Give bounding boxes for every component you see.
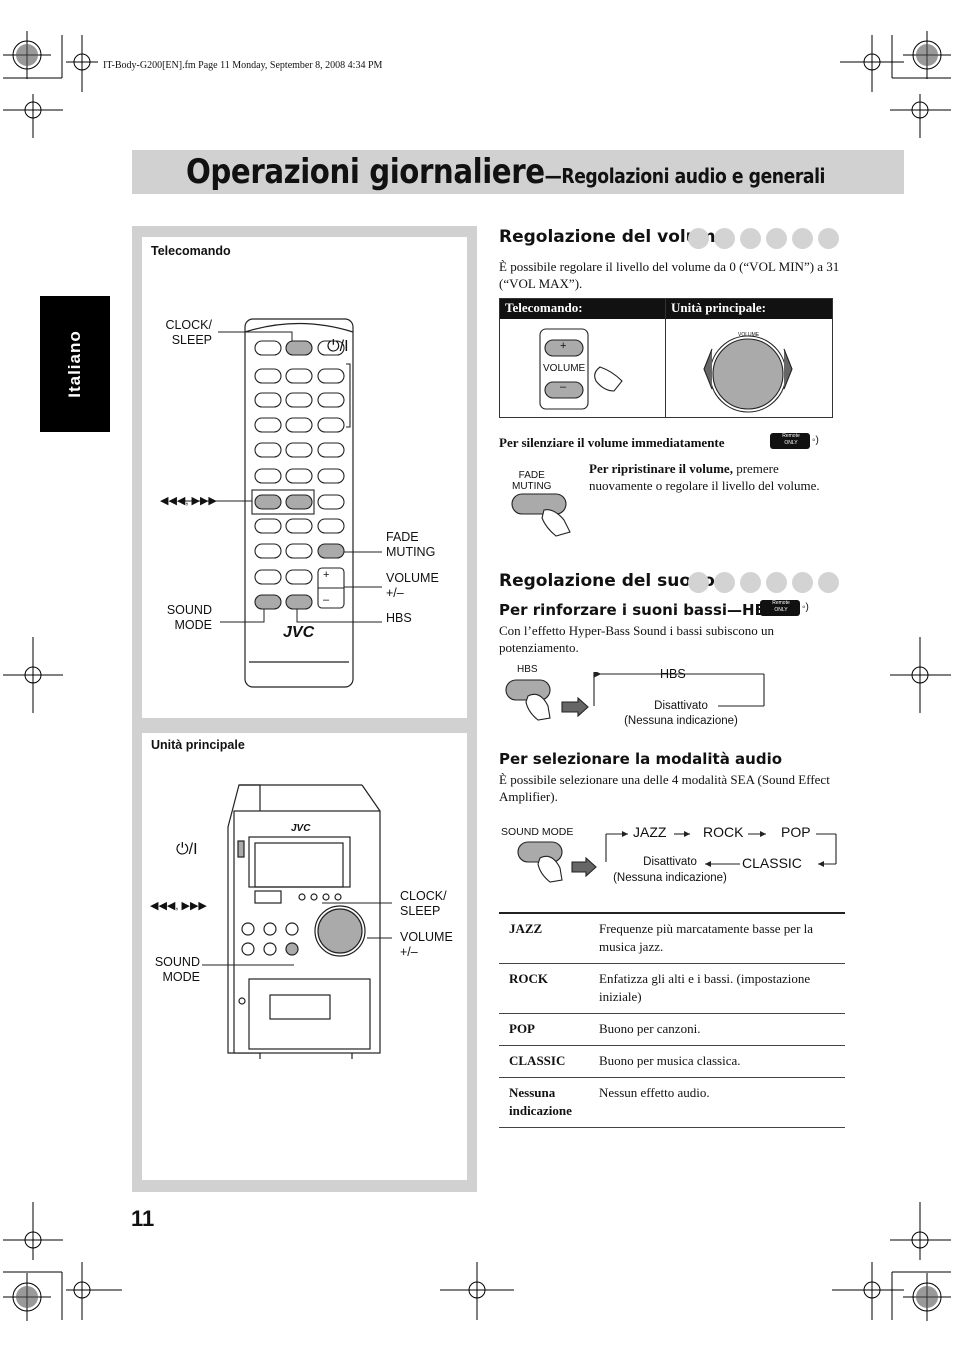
unit-sound-mode-callout: SOUND MODE — [154, 955, 200, 984]
hbs-toggle-diagram — [505, 672, 765, 721]
fade-muting-button-illustration — [511, 493, 571, 537]
remote-hbs-callout: HBS — [386, 611, 412, 625]
cycle-jazz: JAZZ — [633, 824, 667, 840]
remote-only-badge-2: Remote ONLY — [760, 600, 800, 616]
language-tab: Italiano — [40, 296, 110, 432]
remote-jvc-logo: JVC — [283, 624, 315, 641]
restore-volume-text: Per ripristinare il volume, premere nuov… — [589, 461, 820, 493]
page-title-sub: —Regolazioni audio e generali — [544, 164, 826, 188]
page-title-main: Operazioni giornaliere — [186, 152, 545, 192]
cycle-rock: ROCK — [703, 824, 744, 840]
sound-mode-cycle-diagram — [517, 831, 837, 883]
remote-vol-minus: – — [323, 594, 330, 606]
page-title: Operazioni giornaliere—Regolazioni audio… — [186, 152, 825, 192]
language-tab-label: Italiano — [65, 330, 84, 398]
sound-heading: Regolazione del suono — [499, 571, 715, 591]
remote-skip-callout: ◀◀◀, ▶▶▶ — [160, 495, 217, 507]
cycle-classic: CLASSIC — [742, 855, 802, 871]
hbs-button-label: HBS — [517, 664, 538, 675]
volume-heading: Regolazione del volume — [499, 227, 728, 247]
title-band — [132, 150, 904, 194]
remote-volume-label: VOLUME — [543, 363, 586, 374]
cycle-pop: POP — [781, 824, 811, 840]
remote-volume-callout: VOLUME +/– — [386, 571, 439, 600]
remote-power-callout: ⏻/I — [327, 338, 349, 355]
sound-mode-button-label: SOUND MODE — [501, 826, 574, 838]
main-unit-illustration — [202, 784, 392, 1059]
unit-skip-callout: ◀◀◀, ▶▶▶ — [150, 900, 207, 912]
remote-heading: Telecomando — [151, 244, 231, 258]
volume-heading-dots — [688, 228, 839, 249]
unit-clock-sleep-callout: CLOCK/ SLEEP — [400, 889, 447, 918]
cycle-off: Disattivato (Nessuna indicazione) — [613, 856, 727, 884]
volume-controls-table: Telecomando: Unità principale: + – VOLUM… — [499, 298, 833, 418]
hbs-state-off: Disattivato (Nessuna indicazione) — [624, 700, 738, 727]
unit-jvc-logo: JVC — [291, 823, 311, 834]
mode-text: È possibile selezionare una delle 4 moda… — [499, 772, 830, 804]
volume-intro: È possibile regolare il livello del volu… — [499, 259, 840, 291]
hbs-state-on: HBS — [660, 667, 686, 681]
unit-power-callout: ⏻/I — [176, 841, 198, 858]
remote-control-illustration — [182, 318, 382, 688]
remote-clock-sleep-callout: CLOCK/ SLEEP — [165, 318, 212, 347]
unit-volume-callout: VOLUME +/– — [400, 930, 453, 959]
remote-sound-mode-callout: SOUND MODE — [166, 603, 212, 632]
sound-heading-dots — [688, 572, 839, 593]
bass-text: Con l’effetto Hyper-Bass Sound i bassi s… — [499, 623, 775, 655]
bass-heading: Per rinforzare i suoni bassi—HBS — [499, 601, 777, 619]
file-header-line: IT-Body-G200[EN].fm Page 11 Monday, Sept… — [103, 60, 383, 71]
page-number: 11 — [131, 1206, 155, 1231]
remote-fade-muting-callout: FADE MUTING — [386, 530, 436, 559]
volume-illustrations — [539, 328, 793, 413]
mute-heading: Per silenziare il volume immediatamente — [499, 435, 725, 450]
volume-table-header-unit: Unità principale: — [671, 300, 766, 315]
unit-heading: Unità principale — [151, 738, 245, 752]
mode-heading: Per selezionare la modalità audio — [499, 750, 783, 768]
volume-table-header-remote: Telecomando: — [505, 300, 583, 315]
knob-volume-label: VOLUME — [738, 332, 760, 338]
fade-muting-label: FADE MUTING — [512, 470, 552, 492]
remote-vol-plus: + — [323, 569, 330, 581]
remote-only-badge-1: Remote ONLY — [770, 433, 810, 449]
